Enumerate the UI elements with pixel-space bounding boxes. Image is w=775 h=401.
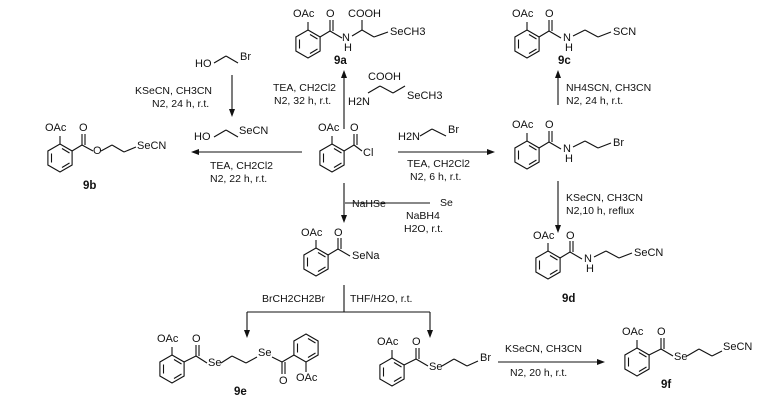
reagent-to9d-2: N2,10 h, reflux	[566, 205, 635, 217]
carbonyl-o-label: O	[326, 8, 335, 20]
nahse-label: NaHSe	[352, 198, 386, 210]
amide-h-label: H	[565, 153, 573, 165]
amide-h-label: H	[586, 263, 594, 275]
reagent-to9b-1: TEA, CH2Cl2	[210, 160, 274, 172]
reagent-to9f-1: KSeCN, CH3CN	[505, 343, 583, 355]
reagent-toBr-1: TEA, CH2Cl2	[407, 158, 471, 170]
oac-label: OAc	[296, 372, 318, 384]
reagent-to9a-2: N2, 32 h, r.t.	[274, 95, 332, 107]
amide-n-label: N	[584, 253, 592, 265]
thf-label: THF/H2O, r.t.	[350, 293, 413, 305]
carbonyl-o-label: O	[334, 227, 343, 239]
sena-label: SeNa	[352, 250, 380, 262]
compound-label-9e: 9e	[234, 386, 247, 398]
oac-label: OAc	[512, 119, 534, 131]
br-label: Br	[480, 352, 491, 364]
br-label: Br	[613, 137, 624, 149]
reagent-to9d-1: KSeCN, CH3CN	[566, 192, 644, 204]
compound-9f-structure	[624, 338, 723, 377]
carbonyl-o-label: O	[350, 122, 359, 134]
ho-label: HO	[194, 131, 211, 143]
reagent-to9c-1: NH4SCN, CH3CN	[566, 82, 652, 94]
reagent-toBr-2: N2, 6 h, r.t.	[410, 171, 462, 183]
oac-label: OAc	[293, 8, 315, 20]
bromoethyl-selenoester-structure	[379, 348, 479, 387]
compound-9a-structure	[295, 20, 389, 59]
bromoethyl-amide-structure	[514, 131, 612, 170]
amide-n-label: N	[563, 32, 571, 44]
compound-label-9c: 9c	[558, 55, 571, 67]
reagent-to9f-2: N2, 20 h, r.t.	[510, 367, 568, 379]
reagent-to9b-2: N2, 22 h, r.t.	[210, 173, 268, 185]
compound-label-9d: 9d	[562, 293, 576, 305]
secn-label: SeCN	[137, 140, 167, 152]
carbonyl-o-label: O	[79, 122, 88, 134]
carbonyl-o-label: O	[545, 8, 554, 20]
amide-n-label: N	[342, 32, 350, 44]
secn-label: SeCN	[723, 341, 753, 353]
compound-9b-structure	[47, 134, 137, 173]
se-label: Se	[674, 351, 688, 363]
selenocarboxylate-structure	[303, 238, 351, 277]
compound-label-9a: 9a	[334, 55, 347, 67]
compound-9e-structure	[159, 333, 319, 384]
reagent-to9b-top-1: KSeCN, CH3CN	[135, 85, 213, 97]
secn-label: SeCN	[239, 125, 269, 137]
oac-label: OAc	[512, 8, 534, 20]
oac-label: OAc	[301, 227, 323, 239]
carbonyl-o-label: O	[657, 326, 666, 338]
carbonyl-o-label: O	[545, 119, 554, 131]
sech3-label: SeCH3	[390, 26, 426, 38]
carbonyl-o-label: O	[566, 230, 575, 242]
secn-label: SeCN	[634, 247, 664, 259]
amide-h-label: H	[344, 42, 352, 54]
oac-label: OAc	[377, 336, 399, 348]
reagent-to9c-2: N2, 24 h, r.t.	[566, 95, 624, 107]
oac-label: OAc	[45, 122, 67, 134]
h2n-label: H2N	[398, 131, 421, 143]
compound-9d-structure	[535, 241, 633, 280]
sech3-label: SeCH3	[407, 90, 443, 102]
cl-label: Cl	[363, 147, 374, 159]
compound-label-9b: 9b	[83, 180, 97, 192]
amide-n-label: N	[563, 143, 571, 155]
oac-label: OAc	[533, 230, 555, 242]
scn-label: SCN	[613, 26, 637, 38]
reagent-bonds	[213, 55, 447, 138]
compound-label-9f: 9f	[661, 379, 672, 391]
brch2ch2br-label: BrCH2CH2Br	[262, 293, 326, 305]
oac-label: OAc	[157, 333, 179, 345]
se-reagent-label: Se	[440, 197, 453, 209]
reaction-arrows	[191, 70, 605, 365]
se-label: Se	[208, 357, 222, 369]
amide-h-label: H	[565, 42, 573, 54]
reagent-to9a-1: TEA, CH2Cl2	[273, 82, 337, 94]
carbonyl-o-label: O	[192, 333, 201, 345]
oac-label: OAc	[318, 122, 340, 134]
se-label: Se	[429, 361, 443, 373]
h2n-label: H2N	[348, 96, 371, 108]
br-label: Br	[448, 124, 459, 136]
oac-label: OAc	[622, 326, 644, 338]
ester-o-label: O	[93, 145, 102, 157]
nabh4-label: NaBH4	[406, 210, 440, 222]
h2o-label: H2O, r.t.	[404, 223, 444, 235]
br-label: Br	[240, 51, 251, 63]
carbonyl-o-label: O	[279, 375, 288, 387]
se-label: Se	[258, 347, 272, 359]
cooh-label: COOH	[348, 8, 381, 20]
compound-9c-structure	[514, 20, 612, 59]
ho-label: HO	[195, 58, 212, 70]
carbonyl-o-label: O	[412, 336, 421, 348]
cooh-label: COOH	[368, 71, 401, 83]
reagent-to9b-top-2: N2, 24 h, r.t.	[152, 98, 210, 110]
acid-chloride-structure	[319, 134, 363, 173]
